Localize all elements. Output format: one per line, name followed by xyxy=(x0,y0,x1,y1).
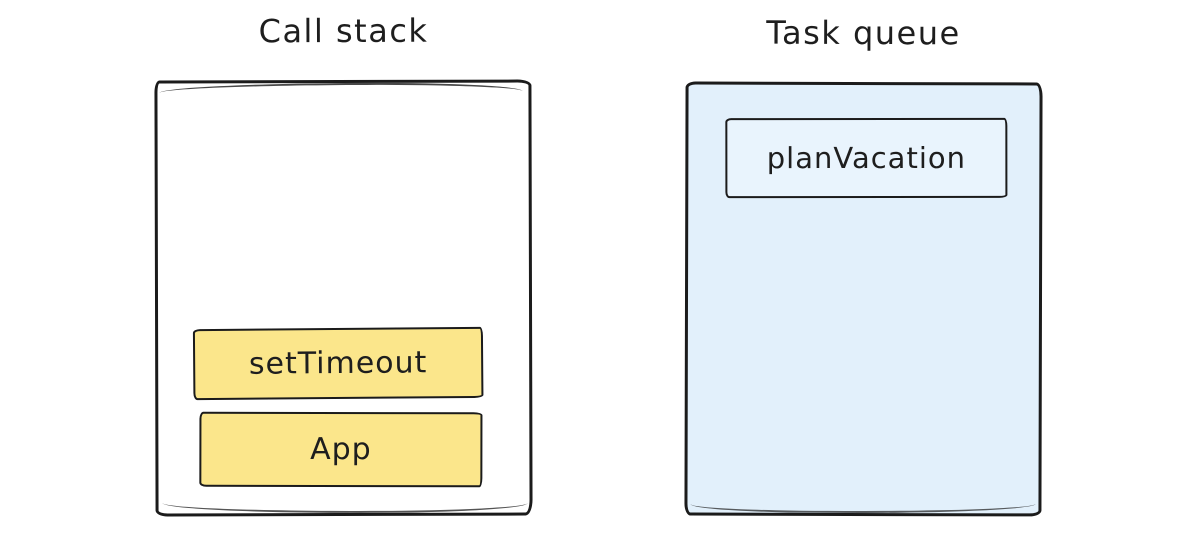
call-stack-box: setTimeout App xyxy=(154,79,533,517)
task-queue-box: planVacation xyxy=(684,81,1043,517)
task-queue-title: Task queue xyxy=(766,13,961,53)
stack-frame-label: setTimeout xyxy=(248,345,428,382)
stack-frame-app: App xyxy=(199,411,483,488)
stack-frame-label: App xyxy=(310,431,372,468)
call-stack-title: Call stack xyxy=(258,11,429,51)
queued-task-planvacation: planVacation xyxy=(725,117,1008,199)
queued-task-label: planVacation xyxy=(766,140,967,176)
stack-frame-settimeout: setTimeout xyxy=(192,326,484,401)
